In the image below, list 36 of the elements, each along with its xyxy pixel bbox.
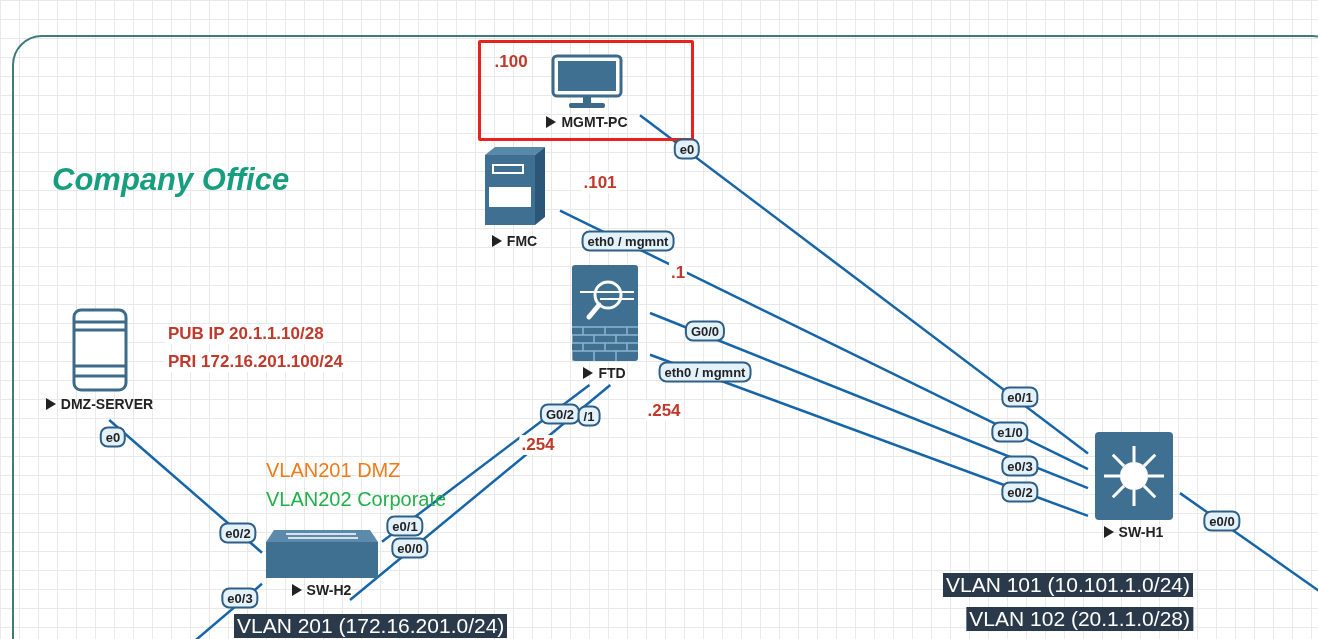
device-name: FTD	[598, 364, 626, 381]
ip-address: .254	[645, 401, 683, 421]
device-name: MGMT-PC	[561, 113, 628, 130]
port-label: e0/3	[1001, 455, 1039, 477]
port-label: e0/3	[221, 587, 259, 609]
ip-address: PUB IP 20.1.1.10/28	[166, 324, 326, 344]
port-label: G0/0	[684, 320, 726, 342]
ip-address: PRI 172.16.201.100/24	[166, 352, 345, 372]
device-name: DMZ-SERVER	[60, 395, 154, 412]
connection-line	[639, 114, 1089, 455]
port-label: e0/1	[386, 515, 424, 537]
port-label: e0	[673, 138, 701, 160]
port-label: /1	[577, 405, 601, 427]
ip-address: .254	[519, 435, 557, 455]
subnet-label: VLAN 101 (10.101.1.0/24)	[943, 573, 1193, 597]
device-name: SW-H2	[306, 581, 352, 598]
subnet-label: VLAN 102 (20.1.1.0/28)	[966, 607, 1193, 631]
port-label: e0/1	[1001, 386, 1039, 408]
port-label: e0	[99, 426, 127, 448]
port-label: e1/0	[991, 421, 1029, 443]
port-label: e0/0	[1203, 510, 1241, 532]
port-label: G0/2	[539, 403, 581, 425]
port-label: e0/2	[219, 522, 257, 544]
highlight-frame	[477, 39, 694, 141]
port-label: e0/0	[391, 537, 429, 559]
device-name: FMC	[506, 232, 538, 249]
port-label: eth0 / mgmnt	[658, 361, 752, 383]
port-label: e0/2	[1001, 481, 1039, 503]
area-title: Company Office	[52, 162, 290, 198]
ip-address: .101	[581, 173, 619, 193]
ip-suffix: .100	[494, 51, 528, 72]
subnet-label: VLAN 201 (172.16.201.0/24)	[234, 614, 508, 638]
vlan-label: VLAN201 DMZ	[266, 458, 401, 482]
device-name: SW-H1	[1118, 523, 1164, 540]
port-label: eth0 / mgmnt	[581, 230, 675, 252]
ip-address: .1	[668, 263, 688, 283]
